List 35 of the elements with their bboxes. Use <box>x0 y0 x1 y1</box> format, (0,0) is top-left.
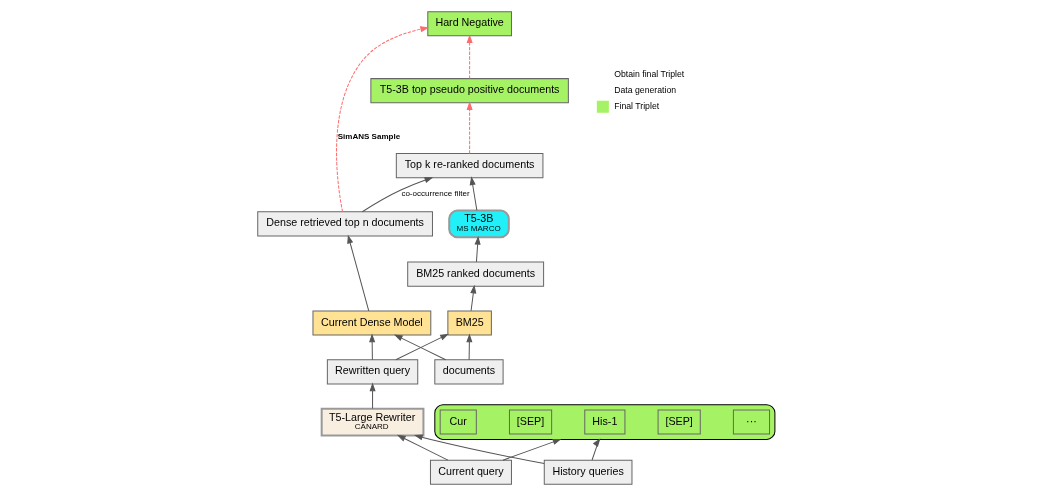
node-box: BM25 <box>447 309 492 336</box>
arrow <box>397 434 449 461</box>
cluster <box>434 403 776 440</box>
arrow <box>336 25 429 212</box>
node-box: Dense retrieved top n documents <box>257 210 433 236</box>
arrow <box>466 334 473 360</box>
node-box: ··· <box>732 409 771 435</box>
arrow <box>361 176 433 212</box>
node-box: History queries <box>543 459 633 485</box>
node-box: Current query <box>429 459 512 485</box>
node-box: [SEP] <box>508 409 553 435</box>
node-box: His-1 <box>584 409 626 435</box>
node-box: Top k re-ranked documents <box>395 152 544 178</box>
arrow <box>466 34 473 79</box>
node-box: [SEP] <box>657 409 701 435</box>
node-box: documents <box>434 358 504 384</box>
arrow <box>369 383 376 409</box>
arrow <box>474 236 481 262</box>
node-box: Current Dense Model <box>312 309 432 336</box>
legend-label: Final Triplet <box>614 100 660 111</box>
arrow <box>591 438 601 460</box>
arrow <box>347 235 370 311</box>
arrow <box>414 433 545 464</box>
arrow <box>466 101 473 154</box>
arrow <box>470 285 477 311</box>
arrow <box>369 334 375 360</box>
legend-label: Obtain final Triplet <box>614 68 685 79</box>
node-box: BM25 ranked documents <box>407 261 545 287</box>
node-box: Rewritten query <box>326 358 419 384</box>
arrow <box>469 176 478 211</box>
arrow <box>502 438 561 461</box>
legend-label: Data generation <box>614 84 677 95</box>
node-box: T5-3B top pseudo positive documents <box>370 77 569 103</box>
node-box: Cur <box>439 409 477 435</box>
node-box: Hard Negative <box>427 10 512 36</box>
